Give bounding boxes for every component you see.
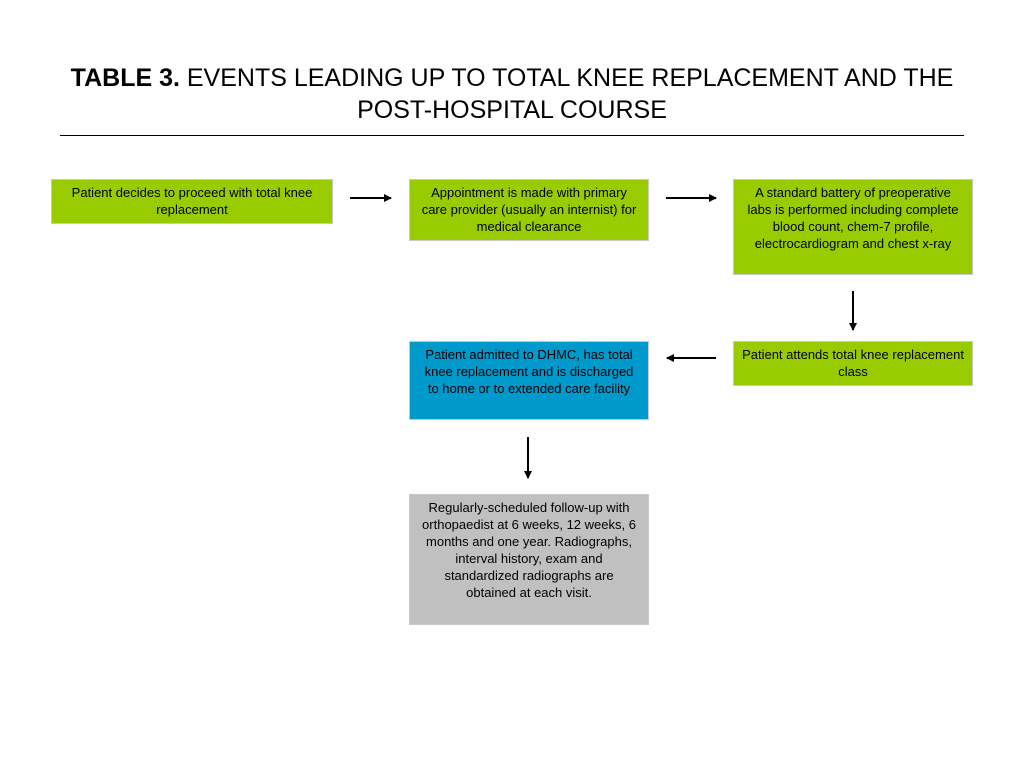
step-admit-box: Patient admitted to DHMC, has total knee… xyxy=(409,341,649,420)
step-followup-box: Regularly-scheduled follow-up with ortho… xyxy=(409,494,649,625)
title-lead: TABLE 3. xyxy=(70,64,180,92)
step-labs-box: A standard battery of preoperative labs … xyxy=(733,179,973,275)
step-decide-box: Patient decides to proceed with total kn… xyxy=(51,179,333,224)
title-divider xyxy=(60,135,964,136)
step-class-box: Patient attends total knee replacement c… xyxy=(733,341,973,386)
page-title: TABLE 3. EVENTS LEADING UP TO TOTAL KNEE… xyxy=(60,62,964,126)
title-text: EVENTS LEADING UP TO TOTAL KNEE REPLACEM… xyxy=(179,64,954,124)
step-appointment-box: Appointment is made with primary care pr… xyxy=(409,179,649,241)
